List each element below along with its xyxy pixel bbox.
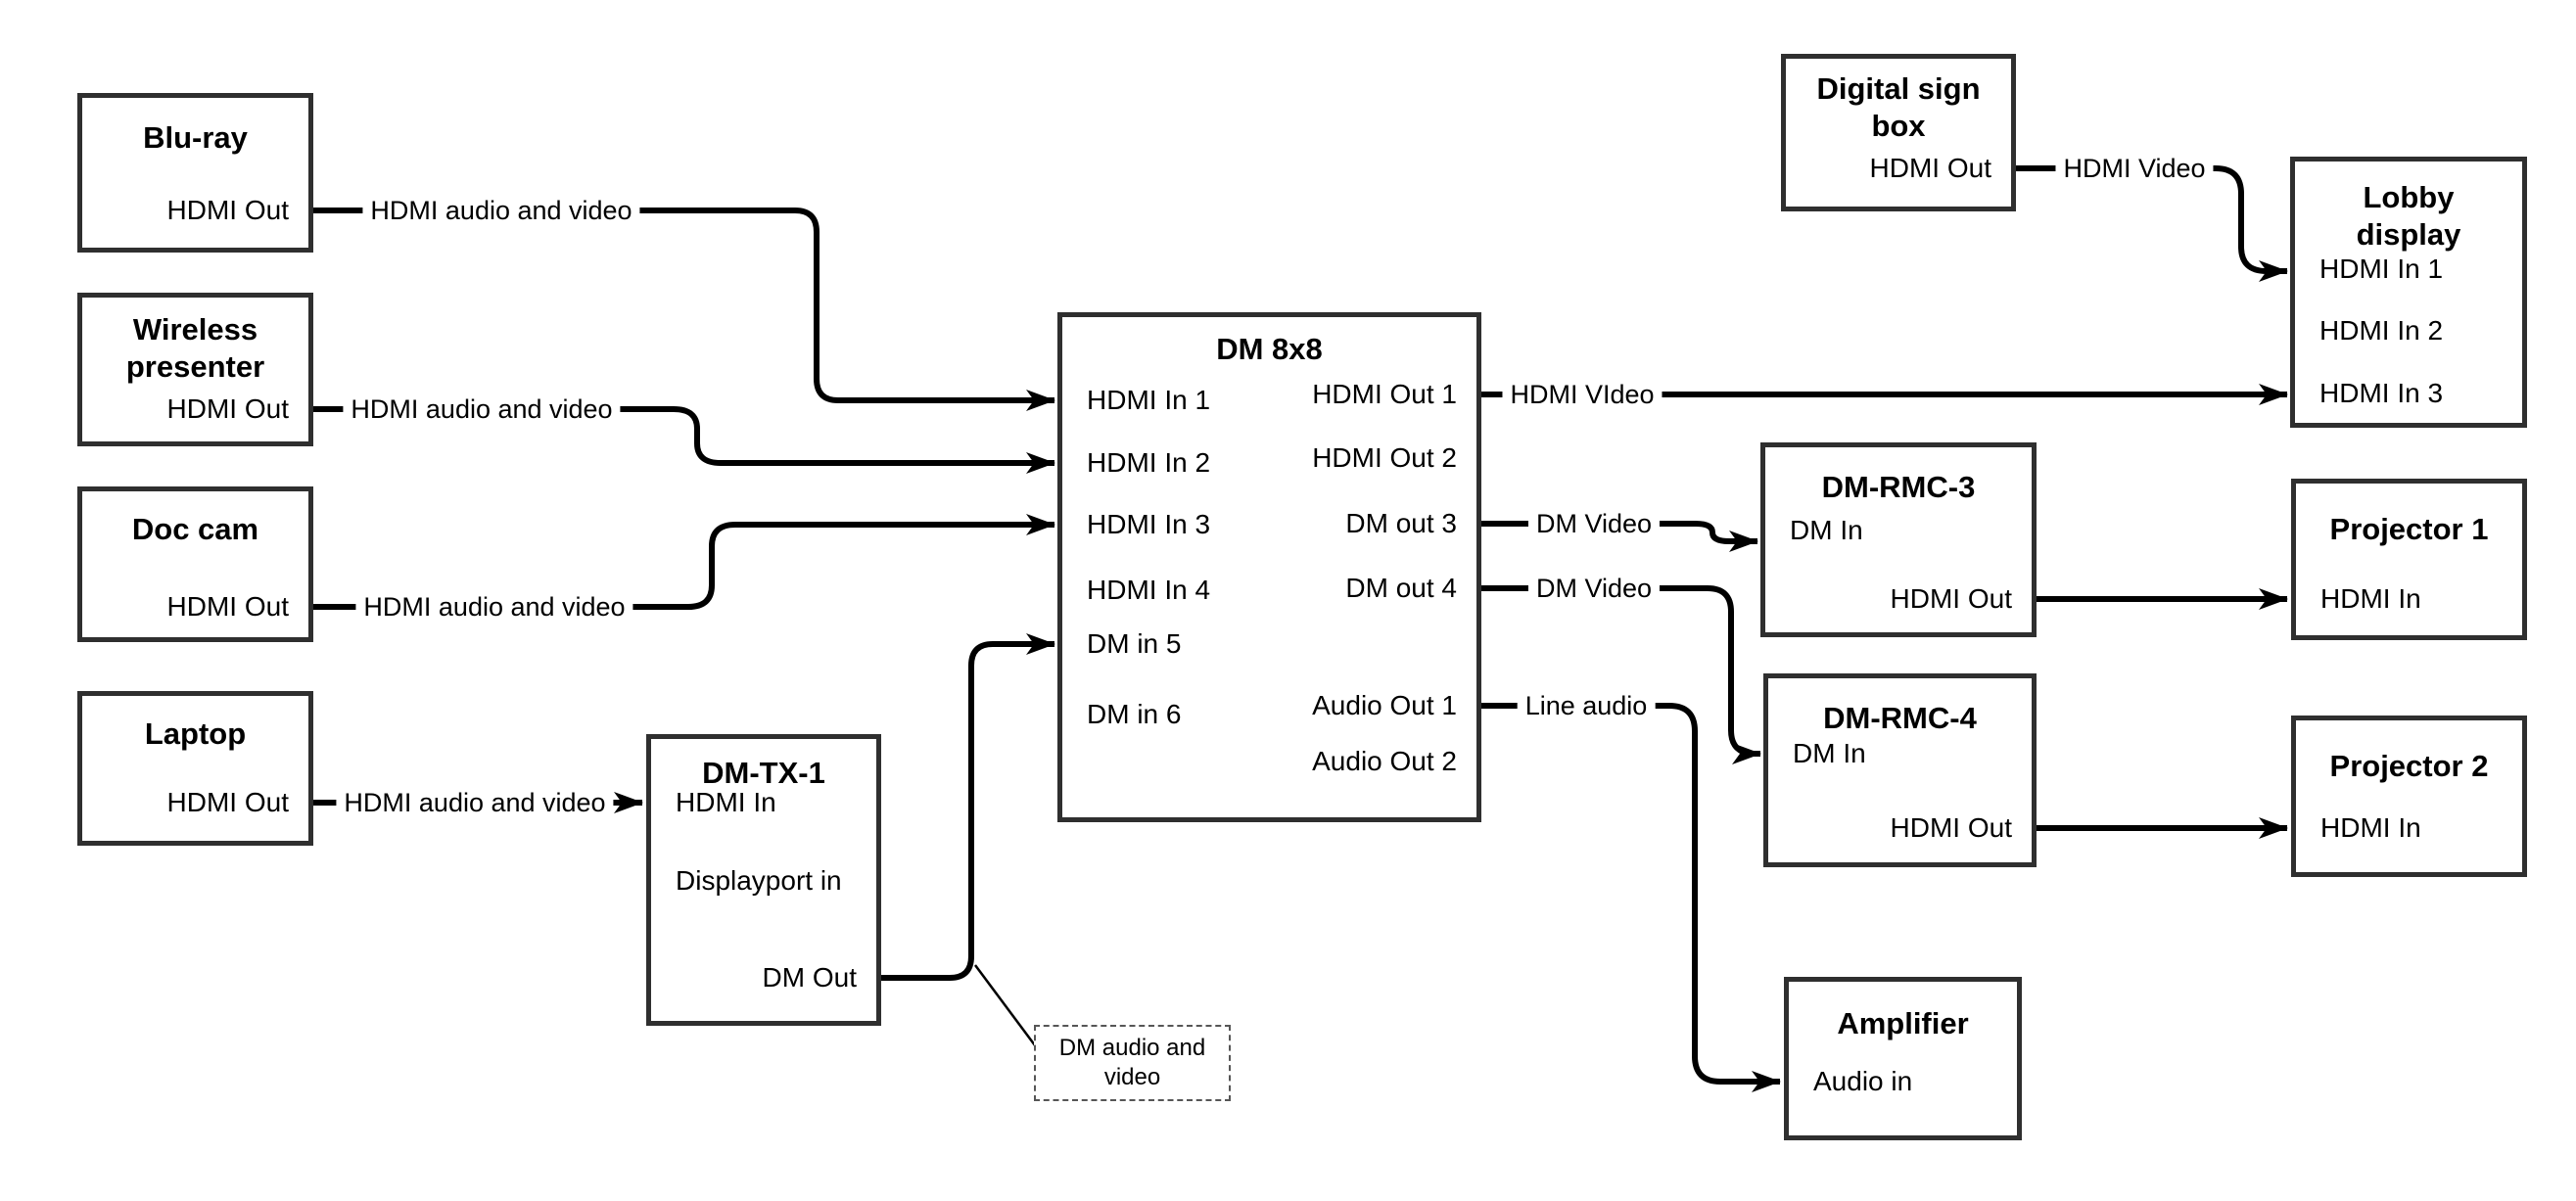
edge-audio-out-1-to-amplifier	[1481, 703, 1781, 1092]
node-title-line: Wireless	[132, 312, 258, 346]
node-title-line: Laptop	[144, 716, 247, 751]
port-label-dm-rmc-4-hdmi-out: HDMI Out	[1890, 812, 2012, 843]
edge-doccam-to-hdmi-in-3	[313, 514, 1055, 610]
node-title-blu-ray: Blu-ray	[82, 119, 308, 157]
node-title-doc-cam: Doc cam	[82, 511, 308, 548]
callout-text: DM audio and video	[1036, 1034, 1229, 1092]
edge-label-digital-sign-to-lobby-in-1: HDMI Video	[2055, 153, 2214, 184]
port-label-dm-8x8-hdmi-in-3: HDMI In 3	[1087, 509, 1211, 539]
edge-label-doccam-to-hdmi-in-3: HDMI audio and video	[355, 591, 633, 623]
port-label-dm-8x8-dm-in-5: DM in 5	[1087, 628, 1182, 659]
node-title-line: Digital sign	[1816, 71, 1981, 106]
edge-wireless-to-hdmi-in-2	[313, 406, 1055, 474]
node-title-line: Blu-ray	[143, 120, 248, 155]
node-title-dm-8x8: DM 8x8	[1062, 331, 1476, 368]
port-label-dm-tx-1-displayport-in: Displayport in	[676, 865, 842, 896]
port-label-dm-8x8-dm-in-6: DM in 6	[1087, 699, 1182, 729]
node-title-dm-rmc-4: DM-RMC-4	[1768, 700, 2032, 737]
node-title-laptop: Laptop	[82, 716, 308, 753]
edge-digital-sign-to-lobby-in-1	[2016, 165, 2288, 282]
port-label-lobby-display-hdmi-in-3: HDMI In 3	[2319, 378, 2444, 408]
node-title-dm-tx-1: DM-TX-1	[651, 755, 876, 792]
callout-text-line: DM audio and	[1058, 1035, 1206, 1061]
node-dm-audio-video-callout: DM audio and video	[1034, 1025, 1231, 1101]
node-title-line: Lobby	[2363, 180, 2455, 214]
port-label-dm-8x8-hdmi-out-1: HDMI Out 1	[1312, 379, 1457, 409]
port-label-laptop-hdmi-out: HDMI Out	[166, 787, 289, 817]
port-label-dm-tx-1-hdmi-in: HDMI In	[676, 787, 776, 817]
edge-label-dm-out-3-to-dm-rmc-3: DM Video	[1527, 508, 1661, 539]
node-title-line: Doc cam	[131, 512, 259, 546]
edge-label-wireless-to-hdmi-in-2: HDMI audio and video	[343, 393, 621, 425]
callout-text-line: video	[1103, 1064, 1161, 1090]
port-label-digital-sign-box-hdmi-out: HDMI Out	[1869, 153, 1991, 183]
edge-bluray-to-hdmi-in-1	[313, 208, 1055, 411]
port-label-doc-cam-hdmi-out: HDMI Out	[166, 591, 289, 622]
node-projector-2: Projector 2 HDMI In	[2291, 716, 2527, 877]
port-label-dm-8x8-hdmi-in-2: HDMI In 2	[1087, 447, 1211, 478]
port-label-projector-1-hdmi-in: HDMI In	[2320, 583, 2421, 614]
port-label-wireless-presenter-hdmi-out: HDMI Out	[166, 393, 289, 424]
port-label-projector-2-hdmi-in: HDMI In	[2320, 812, 2421, 843]
node-title-line: presenter	[125, 349, 265, 384]
port-label-lobby-display-hdmi-in-1: HDMI In 1	[2319, 254, 2444, 284]
port-label-dm-rmc-4-dm-in: DM In	[1793, 738, 1866, 768]
node-title-line: Amplifier	[1837, 1006, 1969, 1040]
node-title-line: DM-RMC-3	[1821, 470, 1976, 504]
node-title-line: Projector 1	[2329, 512, 2489, 546]
node-title-amplifier: Amplifier	[1789, 1005, 2017, 1042]
node-title-line: display	[2356, 217, 2461, 252]
node-title-line: DM-TX-1	[702, 756, 825, 790]
port-label-dm-rmc-3-hdmi-out: HDMI Out	[1890, 583, 2012, 614]
edge-label-laptop-to-dm-tx-1: HDMI audio and video	[336, 787, 614, 818]
edge-dm-out-4-to-dm-rmc-4	[1481, 585, 1761, 764]
edge-dm-tx-1-to-dm-in-5	[881, 633, 1055, 981]
node-title-dm-rmc-3: DM-RMC-3	[1765, 469, 2032, 506]
edge-label-dm-out-4-to-dm-rmc-4: DM Video	[1527, 573, 1661, 604]
port-label-amplifier-audio-in: Audio in	[1813, 1066, 1913, 1096]
port-label-dm-rmc-3-dm-in: DM In	[1790, 515, 1863, 545]
port-label-dm-8x8-audio-out-2: Audio Out 2	[1312, 746, 1457, 776]
port-label-dm-8x8-hdmi-out-2: HDMI Out 2	[1312, 442, 1457, 473]
node-title-projector-1: Projector 1	[2296, 511, 2522, 548]
port-label-lobby-display-hdmi-in-2: HDMI In 2	[2319, 315, 2444, 346]
port-label-dm-8x8-hdmi-in-4: HDMI In 4	[1087, 575, 1211, 605]
port-label-blu-ray-hdmi-out: HDMI Out	[166, 195, 289, 225]
node-projector-1: Projector 1 HDMI In	[2291, 479, 2527, 640]
port-label-dm-8x8-dm-out-4: DM out 4	[1345, 573, 1457, 603]
node-title-projector-2: Projector 2	[2296, 748, 2522, 785]
port-label-dm-8x8-dm-out-3: DM out 3	[1345, 508, 1457, 538]
edge-callout-leader	[973, 964, 1037, 1046]
edge-label-hdmi-out-1-to-lobby-in-3: HDMI VIdeo	[1502, 379, 1663, 410]
port-label-dm-8x8-hdmi-in-1: HDMI In 1	[1087, 385, 1211, 415]
edge-dm-out-3-to-dm-rmc-3	[1481, 521, 1758, 552]
edge-label-audio-out-1-to-amplifier: Line audio	[1517, 690, 1656, 721]
node-title-line: Projector 2	[2329, 749, 2489, 783]
edge-label-bluray-to-hdmi-in-1: HDMI audio and video	[362, 195, 640, 226]
port-label-dm-8x8-audio-out-1: Audio Out 1	[1312, 690, 1457, 720]
node-dm-rmc-3: DM-RMC-3 DM In HDMI Out	[1760, 442, 2037, 637]
node-title-line: DM 8x8	[1216, 332, 1323, 366]
port-label-dm-tx-1-dm-out: DM Out	[762, 962, 857, 993]
node-title-line: DM-RMC-4	[1823, 701, 1977, 735]
node-title-line: box	[1871, 109, 1926, 143]
